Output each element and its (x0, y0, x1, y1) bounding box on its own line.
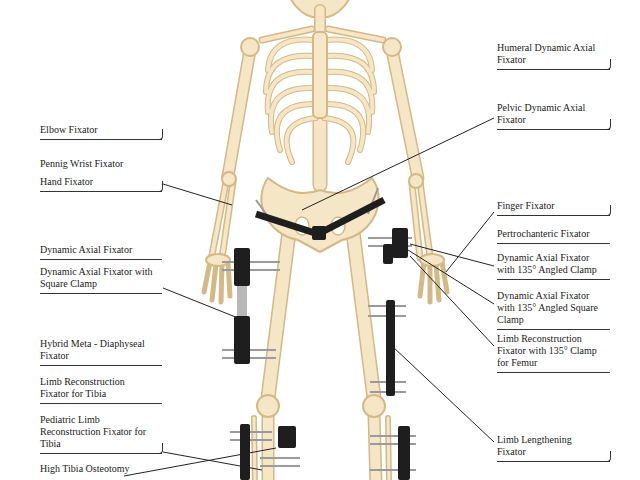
callout-label: Dynamic Axial Fixator (40, 244, 162, 260)
bones-inner (212, 10, 430, 480)
callout-label: Pelvic Dynamic Axial Fixator (497, 102, 610, 130)
hip-clamp-right (368, 228, 412, 264)
ribcage (266, 32, 374, 162)
callout-label: Dynamic Axial Fixator with 135° Angled S… (497, 290, 610, 330)
callout-label: Limb Reconstruction Fixator with 135° Cl… (497, 333, 610, 373)
tibia-fixator-right (370, 426, 416, 480)
callout-label: Dynamic Axial Fixator with Square Clamp (40, 266, 162, 294)
callout-label: Elbow Fixator (40, 124, 162, 140)
callout-label: Humeral Dynamic Axial Fixator (497, 42, 610, 70)
callout-label: Pertrochanteric Fixator (497, 228, 610, 244)
callout-label: Pediatric Limb Reconstruction Fixator fo… (40, 414, 162, 454)
tibia-fixators-left (230, 424, 300, 480)
callout-label: Finger Fixator (497, 200, 610, 216)
bones-outer (204, 10, 447, 480)
callout-label: Hand Fixator (40, 176, 162, 192)
leader-lines (124, 118, 494, 476)
callout-label: Dynamic Axial Fixator with 135° Angled C… (497, 252, 610, 280)
femur-fixator-right (368, 300, 406, 396)
callout-label: High Tibia Osteotomy (40, 463, 162, 478)
callout-label: Hybrid Meta - Diaphyseal Fixator (40, 338, 162, 366)
femur-fixator-left (222, 248, 280, 364)
callout-label: Limb Reconstruction Fixator for Tibia (40, 376, 162, 404)
callout-label: Pennig Wrist Fixator (40, 158, 162, 173)
callout-label: Limb Lengthening Fixator (497, 434, 610, 462)
pelvic-fixator (256, 188, 384, 240)
